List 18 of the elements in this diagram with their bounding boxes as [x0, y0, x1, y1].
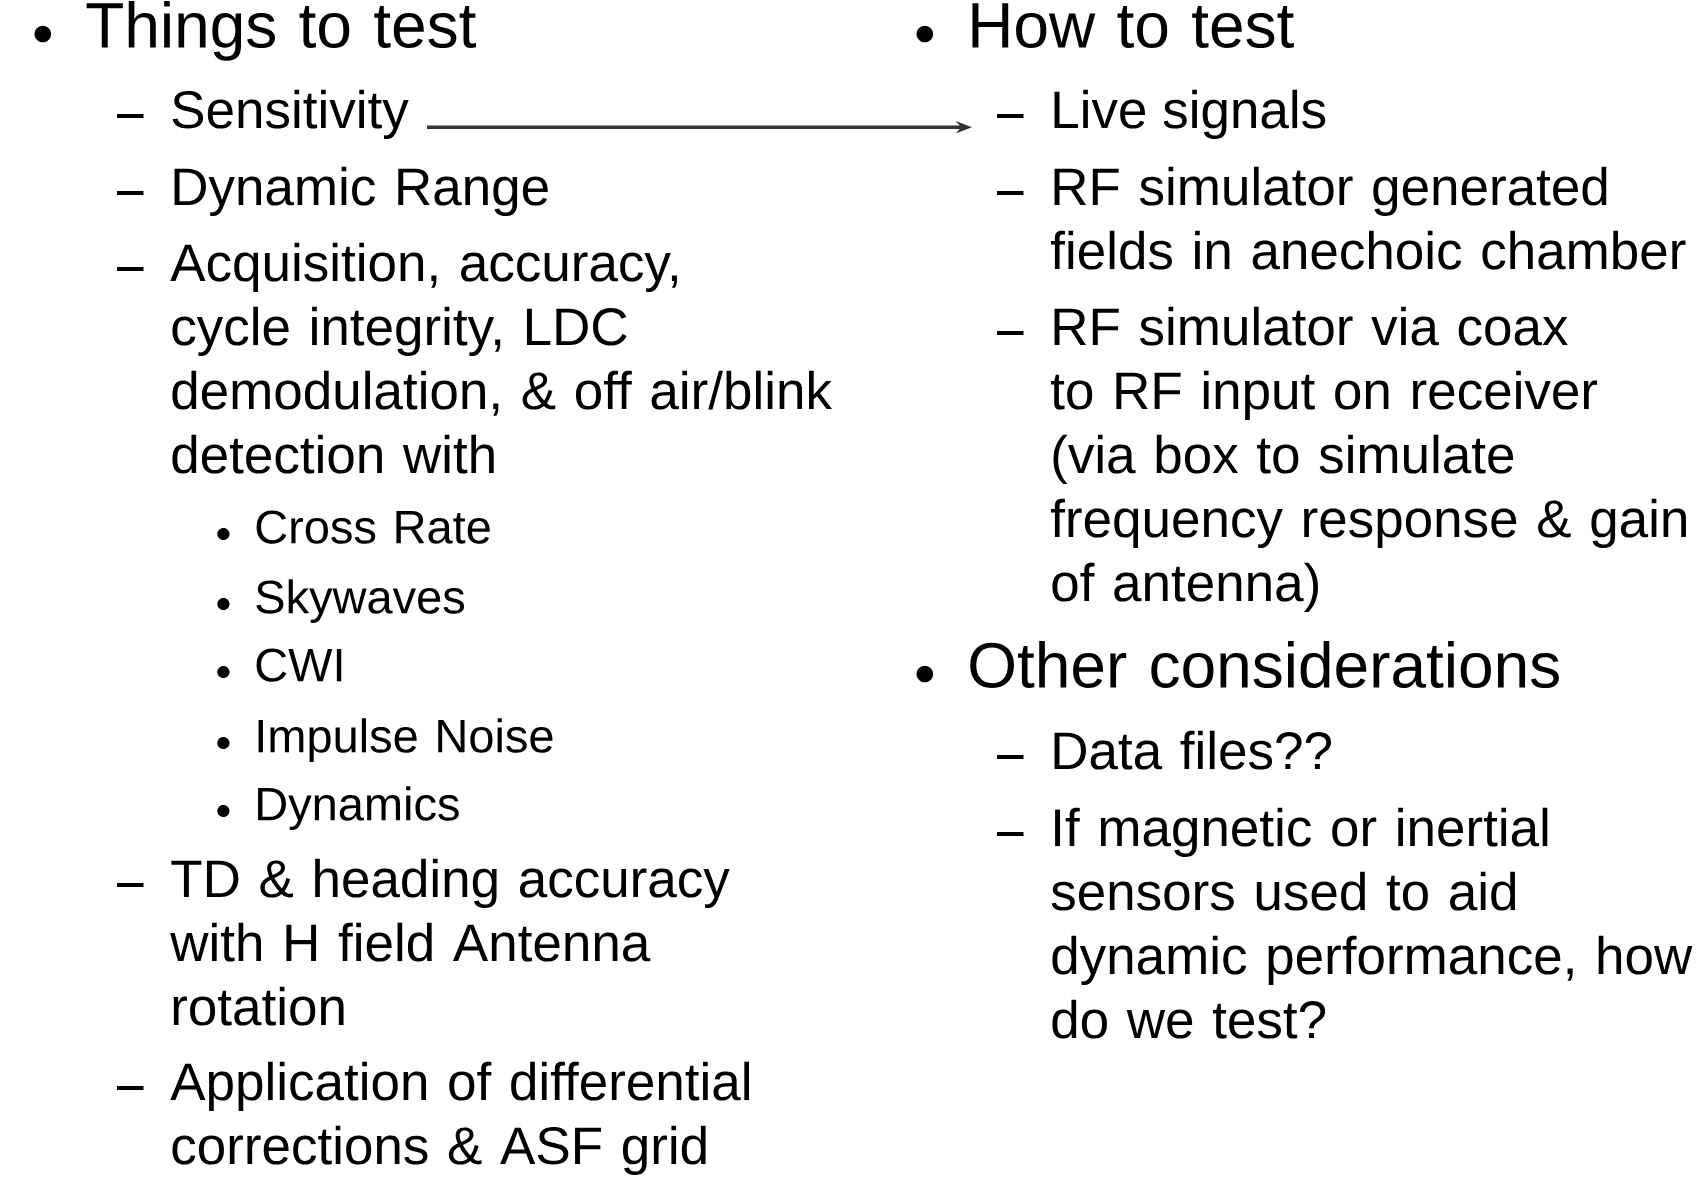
- list-item: CWI: [256, 648, 342, 682]
- list-item: Sensitivity: [172, 89, 409, 140]
- list-item: Dynamics: [258, 786, 459, 831]
- list-item: How to test: [972, 3, 1294, 48]
- list-item: Live signals: [1054, 89, 1326, 140]
- list-item: Skywaves: [256, 579, 465, 624]
- list-item: Other considerations: [970, 641, 1559, 689]
- list-item: RF simulator via coax to RF input on receiver (via box to simulate frequency response & gain of antenna): [1050, 306, 1686, 613]
- list-item: Things to test: [86, 1, 476, 61]
- list-item: Impulse Noise: [258, 718, 553, 763]
- list-item: Cross Rate: [256, 510, 490, 544]
- list-item: Acquisition, accuracy, cycle integrity, LDC demodulation, & off air/blink detection with: [170, 242, 833, 474]
- list-item: TD & heading accuracy with H field Antenna rotation: [170, 858, 730, 1026]
- list-item: Data files??: [1054, 730, 1331, 770]
- list-item: If magnetic or inertial sensors used to aid dynamic performance, how do we test?: [1051, 807, 1693, 1039]
- list-item: Dynamic Range: [174, 166, 548, 217]
- list-item: RF simulator generated fields in anechoic chamber: [1050, 166, 1686, 270]
- list-item: Application of differential corrections & ASF grid: [170, 1061, 749, 1176]
